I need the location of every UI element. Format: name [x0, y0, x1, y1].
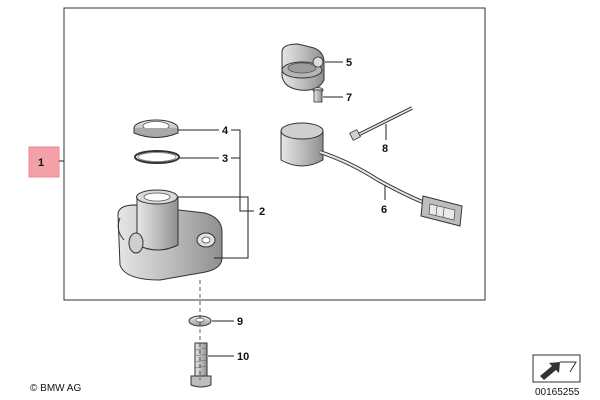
- copyright-text: © BMW AG: [30, 383, 81, 394]
- callout-7-label: 7: [346, 92, 352, 104]
- part-5-cap[interactable]: [281, 43, 325, 91]
- callout-1-label: 1: [38, 157, 44, 169]
- part-9-washer[interactable]: [188, 315, 212, 327]
- callout-3[interactable]: 3: [179, 153, 228, 165]
- callout-2-bracket: [178, 196, 249, 259]
- callout-4-label: 4: [222, 125, 229, 137]
- callout-2[interactable]: 2: [178, 196, 265, 259]
- callout-3-4-bracket: [231, 129, 248, 212]
- callout-4[interactable]: 4: [178, 125, 248, 212]
- callout-10[interactable]: 10: [208, 351, 249, 363]
- part-4-seal-cap[interactable]: [133, 119, 179, 138]
- view-direction-arrow-icon: [532, 354, 581, 383]
- callout-5[interactable]: 5: [325, 57, 352, 69]
- callout-9[interactable]: 9: [212, 316, 243, 328]
- part-3-o-ring[interactable]: [134, 150, 180, 164]
- part-6-sensor-cable[interactable]: [280, 122, 463, 227]
- assembly-frame: [63, 7, 486, 301]
- callout-7[interactable]: 7: [323, 92, 352, 104]
- callout-6-label: 6: [381, 204, 387, 216]
- callout-10-label: 10: [237, 351, 249, 363]
- callout-8-label: 8: [382, 143, 388, 155]
- callout-5-label: 5: [346, 57, 352, 69]
- part-7-screw[interactable]: [312, 87, 324, 103]
- callout-2-label: 2: [259, 206, 265, 218]
- callout-1[interactable]: 1: [28, 146, 64, 178]
- callout-8[interactable]: 8: [382, 124, 388, 155]
- callout-1-highlight: [28, 146, 60, 178]
- callout-6[interactable]: 6: [381, 185, 387, 216]
- part-10-bolt[interactable]: [190, 342, 212, 388]
- part-2-housing[interactable]: [117, 189, 223, 281]
- callout-9-label: 9: [237, 316, 243, 328]
- copyright: © BMW AG: [30, 383, 81, 394]
- part-8-cable-tie[interactable]: [349, 106, 413, 141]
- diagram-part-number: 00165255: [535, 387, 580, 398]
- callout-3-label: 3: [222, 153, 228, 165]
